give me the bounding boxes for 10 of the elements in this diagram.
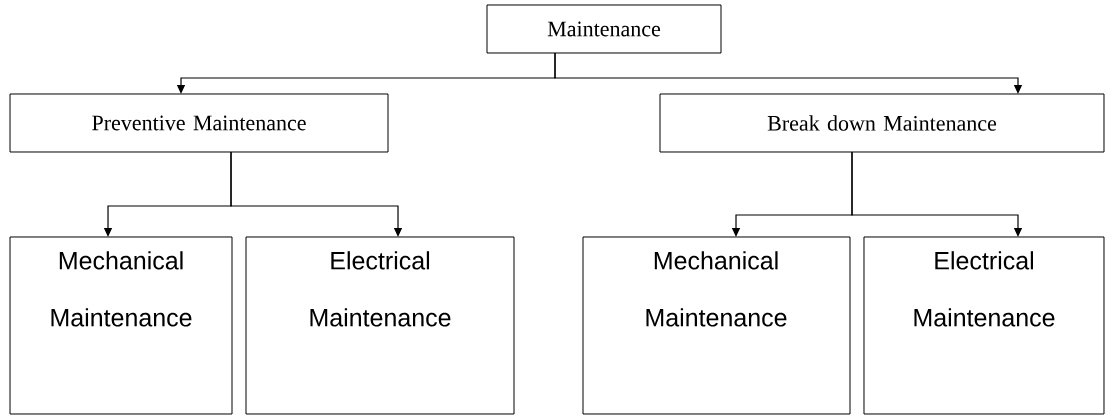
process-box: Break down Maintenance (659, 93, 1105, 153)
process-box: Mechanical Maintenance (582, 236, 851, 415)
process-box: Electrical Maintenance (863, 236, 1105, 415)
arrow (851, 151, 1023, 237)
arrow (554, 52, 1023, 94)
process-box: Maintenance (486, 4, 722, 54)
process-box: Electrical Maintenance (245, 236, 515, 415)
process-box: Mechanical Maintenance (9, 236, 233, 415)
process-box: Preventive Maintenance (9, 93, 389, 153)
arrow (230, 151, 403, 237)
